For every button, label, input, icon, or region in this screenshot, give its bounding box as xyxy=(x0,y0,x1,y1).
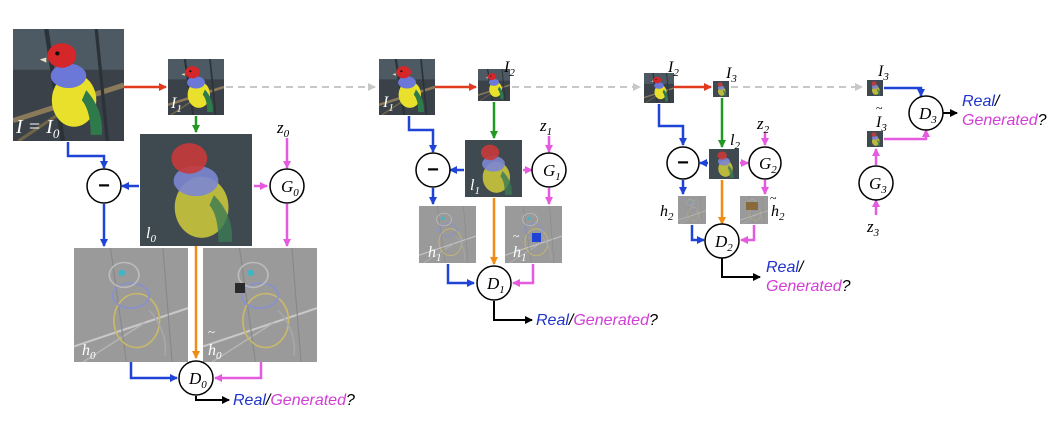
G0-label: G0 xyxy=(281,177,299,199)
h0-label: h0 xyxy=(82,342,96,362)
G0-node xyxy=(269,168,305,204)
arrow-h0-to-D0 xyxy=(129,362,178,382)
z1-label: z1 xyxy=(539,116,552,138)
l1-label: l1 xyxy=(470,177,480,197)
arrow-h1tilde-to-D1 xyxy=(512,264,535,287)
image-l2 xyxy=(709,149,739,179)
D2-label: D2 xyxy=(714,232,733,254)
image-h2 xyxy=(678,196,706,224)
minus-node-1 xyxy=(415,152,451,188)
minus-label-1: − xyxy=(427,159,439,181)
h2-tilde-label: h2 xyxy=(771,203,785,223)
D1-label: D1 xyxy=(486,274,505,296)
I3-label-level2: I3 xyxy=(725,65,737,85)
I1-label-level1: I1 xyxy=(382,94,394,114)
h2-tilde-patch xyxy=(746,202,758,210)
arrow-I3tilde-to-D3 xyxy=(884,129,930,141)
G2-node xyxy=(748,146,782,180)
h1-tilde-artifact xyxy=(532,233,541,242)
I1-label-level0: I1 xyxy=(170,95,182,115)
minus-node-2 xyxy=(666,146,700,180)
z3-label: z3 xyxy=(866,217,880,239)
h1-tilde-label: h1 xyxy=(513,244,527,264)
arrow-h1-to-D1 xyxy=(446,264,475,287)
arrow-D1-output xyxy=(493,301,533,324)
l0-label: l0 xyxy=(146,225,156,245)
z0-label: z0 xyxy=(276,118,290,140)
D3-label: D3 xyxy=(918,104,937,126)
tilde-mark-I3: ~ xyxy=(876,101,883,115)
D2-node xyxy=(704,223,740,259)
output-label-level2-real: Real/ xyxy=(766,259,805,276)
arrow-I3-to-D3 xyxy=(884,86,925,97)
output-label-level0: Real/Generated? xyxy=(233,392,355,409)
output-label-level2-generated: Generated? xyxy=(766,278,851,295)
image-I3-level2 xyxy=(713,81,729,97)
image-h0 xyxy=(74,248,188,362)
D1-node xyxy=(476,265,512,301)
arrow-D0-output xyxy=(195,396,230,404)
minus-node-0 xyxy=(86,168,122,204)
I3-label-level3: I3 xyxy=(877,63,889,83)
l2-label: l2 xyxy=(730,132,740,152)
h2-label: h2 xyxy=(660,203,674,223)
h0-tilde-artifact xyxy=(235,283,245,293)
image-h0-tilde xyxy=(203,248,317,362)
arrow-I1-to-minus1 xyxy=(407,116,437,153)
h0-tilde-label: h0 xyxy=(208,342,222,362)
minus-label-2: − xyxy=(677,152,689,174)
arrow-h0tilde-to-D0 xyxy=(214,362,263,382)
image-I3-level3 xyxy=(867,80,883,96)
output-label-level1: Real/Generated? xyxy=(536,312,658,329)
tilde-mark-h0: ~ xyxy=(208,324,215,339)
h1-label: h1 xyxy=(428,244,442,264)
arrow-h2tilde-to-D2 xyxy=(740,225,756,244)
G3-node xyxy=(858,165,894,201)
G2-label: G2 xyxy=(759,154,777,176)
I-equals-I0-label: I = I0 xyxy=(15,116,60,141)
z2-label: z2 xyxy=(756,114,770,136)
image-I2-level2 xyxy=(644,73,674,103)
G3-label: G3 xyxy=(869,174,887,196)
output-label-level3-real: Real/ xyxy=(962,93,1001,110)
tilde-mark-h1: ~ xyxy=(513,229,520,243)
I2-label-level2: I2 xyxy=(667,59,679,79)
G1-label: G1 xyxy=(543,161,561,183)
image-l0 xyxy=(140,134,252,246)
arrow-h2-to-D2 xyxy=(690,225,705,244)
I2-label-level1: I2 xyxy=(503,59,515,79)
D3-node xyxy=(908,95,944,131)
D0-node xyxy=(178,360,214,396)
arrow-D2-output xyxy=(721,258,761,281)
tilde-mark-h2: ~ xyxy=(770,191,777,205)
arrow-I2-to-minus2 xyxy=(657,104,687,146)
G1-node xyxy=(531,152,567,188)
minus-label-0: − xyxy=(98,175,110,197)
I3-tilde-label: I3 xyxy=(875,114,887,134)
output-label-level3-generated: Generated? xyxy=(962,112,1047,129)
arrow-I0-to-minus0 xyxy=(66,142,108,169)
D0-label: D0 xyxy=(188,369,207,391)
